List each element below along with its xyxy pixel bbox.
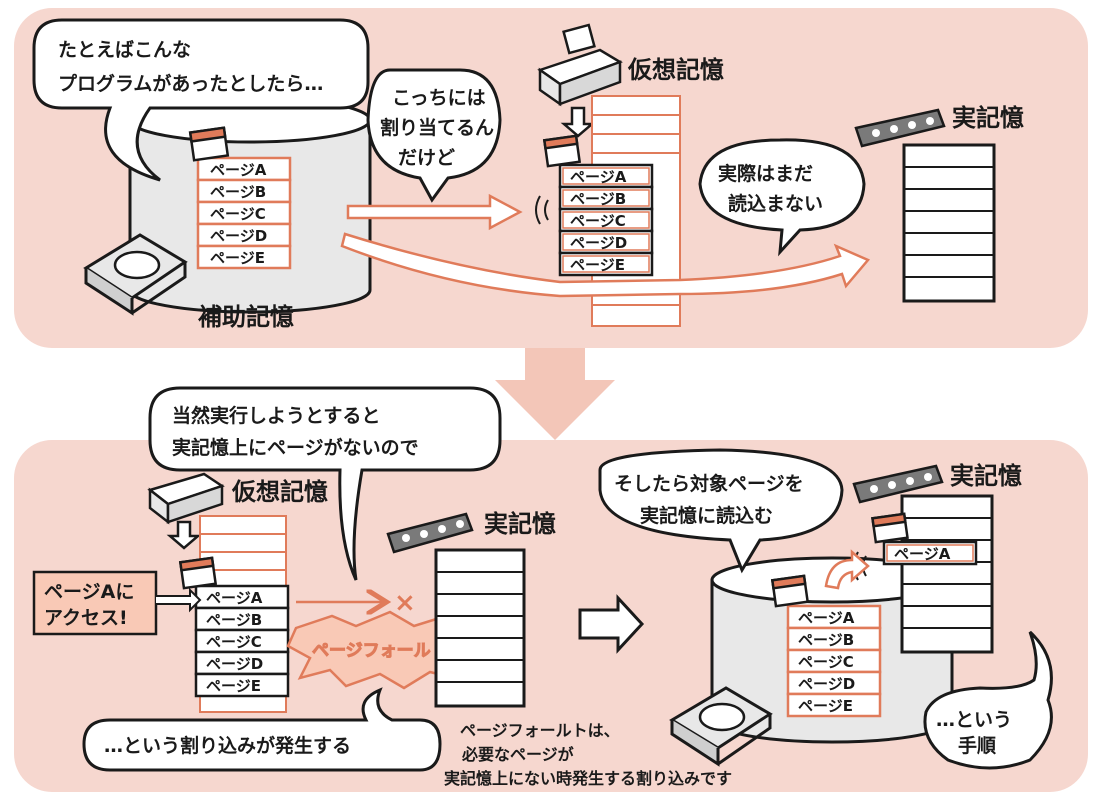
hard-disk-icon xyxy=(669,686,773,767)
speech-bubble-not-loaded: 実際はまだ 読込まない xyxy=(698,138,866,257)
bubble-text: 読込まない xyxy=(728,192,823,215)
bubble-text: 実記憶に読込む xyxy=(640,504,773,527)
page-label: ページB xyxy=(798,631,854,649)
caption-line: 実記憶上にない時発生する割り込みです xyxy=(444,769,732,788)
real-memory-column xyxy=(902,143,996,303)
bubble-text: 実記憶上にページがないので xyxy=(172,436,419,459)
page-label: ページD xyxy=(210,227,267,245)
aux-storage-label: 補助記憶 xyxy=(197,303,294,331)
page-label: ページE xyxy=(570,256,625,274)
virtual-memory-label: 仮想記憶 xyxy=(627,56,724,84)
memory-chip-icon xyxy=(386,512,474,554)
page-fault-label: ページフォールト xyxy=(312,641,448,661)
caption: ページフォールトは、 必要なページが 実記憶上にない時発生する割り込みです xyxy=(444,721,732,788)
bubble-text: 割り当てるん xyxy=(380,116,494,139)
page-label: ページE xyxy=(206,677,261,695)
bubble-text: 手順 xyxy=(958,734,997,757)
cpu-icon xyxy=(147,472,225,550)
virtual-page-stack: ページA ページB ページC ページD ページE xyxy=(558,163,654,277)
page-label: ページE xyxy=(798,697,853,715)
page-label: ページE xyxy=(210,249,265,267)
speech-bubble-program: たとえばこんな プログラムがあったとしたら… xyxy=(32,18,370,182)
x-mark: × xyxy=(394,588,416,618)
caption-line: ページフォールトは、 xyxy=(460,721,620,740)
hard-disk-icon xyxy=(83,233,188,316)
real-memory-column xyxy=(434,548,526,708)
real-memory-column xyxy=(900,494,994,654)
document-icon xyxy=(770,574,810,608)
page-label: ページC xyxy=(798,653,854,671)
page-label: ページA xyxy=(798,609,855,627)
document-icon xyxy=(542,134,582,168)
loaded-page: ページA xyxy=(882,540,978,566)
aux-page-stack: ページA ページB ページC ページD ページE xyxy=(786,604,882,718)
bubble-text: たとえばこんな xyxy=(58,39,191,61)
real-memory-label: 実記憶 xyxy=(950,462,1022,490)
motion-lines xyxy=(535,195,549,225)
load-up-arrow xyxy=(824,549,870,590)
caption-line: 必要なページが xyxy=(461,745,574,764)
transition-down-arrow xyxy=(495,348,615,440)
page-label: ページA xyxy=(210,161,267,179)
page-label: ページB xyxy=(570,190,626,208)
page-label: ページA xyxy=(570,168,627,186)
real-memory-label: 実記憶 xyxy=(952,104,1024,132)
page-label: ページD xyxy=(798,675,855,693)
assign-arrow xyxy=(346,193,523,231)
document-icon xyxy=(178,556,218,590)
page-label: ページA xyxy=(894,545,951,563)
bubble-text: プログラムがあったとしたら… xyxy=(58,72,323,95)
page-label: ページC xyxy=(210,205,266,223)
document-icon xyxy=(871,512,909,544)
page-label: ページC xyxy=(206,633,262,651)
bubble-text: …という xyxy=(936,709,1012,731)
document-icon xyxy=(188,126,230,162)
speech-bubble-load: そしたら対象ページを 実記憶に読込む xyxy=(598,448,844,574)
bubble-text: こっちには xyxy=(392,87,486,109)
page-label: ページD xyxy=(206,655,263,673)
speech-bubble-execute: 当然実行しようとすると 実記憶上にページがないので xyxy=(148,386,502,581)
load-arrow xyxy=(340,232,871,298)
bubble-text: そしたら対象ページを xyxy=(614,472,804,495)
speech-bubble-procedure: …という 手順 xyxy=(923,630,1053,770)
virtual-memory-label: 仮想記憶 xyxy=(231,478,328,506)
memory-chip-icon xyxy=(854,108,946,148)
bubble-text: だけど xyxy=(398,147,455,169)
note-text: ページAに xyxy=(44,581,134,603)
bubble-text: …という割り込みが発生する xyxy=(104,734,351,757)
bubble-text: 当然実行しようとすると xyxy=(172,404,380,427)
real-memory-label: 実記憶 xyxy=(484,510,556,538)
virtual-page-stack: ページA ページB ページC ページD ページE xyxy=(194,584,290,698)
bubble-text: 実際はまだ xyxy=(718,162,813,185)
page-label: ページD xyxy=(570,234,627,252)
page-label: ページA xyxy=(206,589,263,607)
note-text: アクセス! xyxy=(44,607,128,629)
page-fault-burst: ページフォールト xyxy=(286,610,479,690)
aux-page-stack: ページA ページB ページC ページD ページE xyxy=(196,156,292,270)
speech-bubble-interrupt: …という割り込みが発生する xyxy=(82,687,442,772)
step-arrow xyxy=(578,594,645,654)
page-label: ページC xyxy=(570,212,626,230)
page-label: ページB xyxy=(210,183,266,201)
memory-chip-icon xyxy=(852,464,944,504)
speech-bubble-assign: こっちには 割り当てるん だけど xyxy=(366,68,502,203)
cpu-icon xyxy=(537,23,623,138)
access-note: ページAに アクセス! xyxy=(32,570,202,636)
page-label: ページB xyxy=(206,611,262,629)
